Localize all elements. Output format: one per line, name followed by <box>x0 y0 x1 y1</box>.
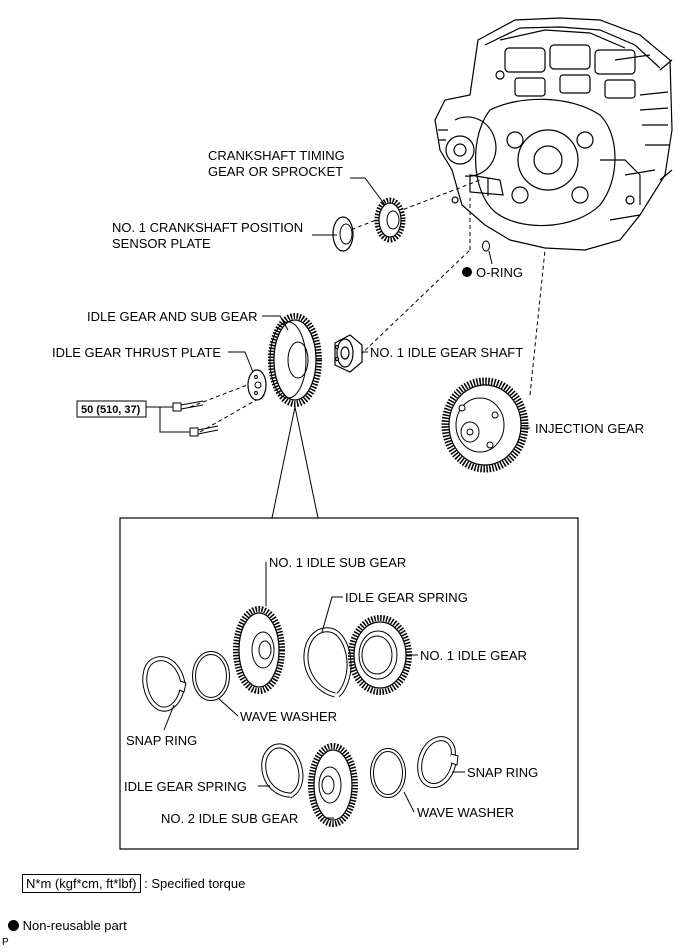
corner-mark: P <box>2 937 9 948</box>
non-reusable-dot-icon <box>8 920 19 931</box>
label-no1-idle-sub-gear: NO. 1 IDLE SUB GEAR <box>269 555 406 570</box>
label-snap-ring-left: SNAP RING <box>126 733 197 748</box>
non-reusable-label: Non-reusable part <box>22 918 127 933</box>
label-idle-gear-spring-bottom: IDLE GEAR SPRING <box>124 779 247 794</box>
assembly-guide-lines <box>189 179 546 433</box>
leader-lines-top <box>228 177 530 519</box>
snap-ring-left <box>142 656 187 712</box>
label-idle-gear-thrust-plate: IDLE GEAR THRUST PLATE <box>52 345 221 360</box>
label-wave-washer-top: WAVE WASHER <box>240 709 337 724</box>
label-no2-idle-sub-gear: NO. 2 IDLE SUB GEAR <box>161 811 298 826</box>
non-reusable-legend: Non-reusable part <box>8 918 127 933</box>
wave-washer-bottom <box>370 748 406 798</box>
detail-frame <box>119 517 579 850</box>
crankshaft-timing-gear <box>374 197 406 243</box>
label-snap-ring-right: SNAP RING <box>467 765 538 780</box>
crankshaft-position-sensor-plate <box>332 216 354 252</box>
label-sensor-plate-2: SENSOR PLATE <box>112 236 211 251</box>
label-injection-gear: INJECTION GEAR <box>535 421 644 436</box>
snap-ring-right <box>417 736 459 788</box>
torque-legend: N*m (kgf*cm, ft*lbf) : Specified torque <box>22 874 245 893</box>
label-no1-idle-gear: NO. 1 IDLE GEAR <box>420 648 527 663</box>
non-reusable-dot-icon <box>462 267 472 277</box>
label-crankshaft-timing-1: CRANKSHAFT TIMING <box>208 148 345 163</box>
torque-legend-desc: : Specified torque <box>144 876 246 891</box>
label-torque-value: 50 (510, 37) <box>81 404 141 416</box>
no2-idle-sub-gear <box>308 743 358 827</box>
label-idle-gear-spring-top: IDLE GEAR SPRING <box>345 590 468 605</box>
engine-block <box>434 17 673 251</box>
idle-gear-spring-top <box>303 627 352 698</box>
label-o-ring: O-RING <box>476 265 523 280</box>
idle-gear-shaft <box>334 334 363 373</box>
label-crankshaft-timing-2: GEAR OR SPROCKET <box>208 164 343 179</box>
torque-unit-box: N*m (kgf*cm, ft*lbf) <box>22 874 141 893</box>
idle-gear-spring-bottom <box>261 743 304 799</box>
torque-bracket <box>76 400 190 433</box>
no1-idle-gear <box>348 615 412 695</box>
idle-gear-and-sub-gear <box>268 313 322 407</box>
leader-lines-detail <box>163 562 465 819</box>
wave-washer-top <box>192 651 230 701</box>
o-ring <box>482 240 493 265</box>
label-wave-washer-bottom: WAVE WASHER <box>417 805 514 820</box>
injection-gear <box>441 377 529 473</box>
bolts <box>172 400 219 437</box>
no1-idle-sub-gear <box>233 606 285 694</box>
idle-gear-thrust-plate <box>247 369 267 401</box>
label-no1-idle-gear-shaft: NO. 1 IDLE GEAR SHAFT <box>370 345 523 360</box>
label-idle-gear-and-sub-gear: IDLE GEAR AND SUB GEAR <box>87 309 258 324</box>
label-sensor-plate-1: NO. 1 CRANKSHAFT POSITION <box>112 220 303 235</box>
